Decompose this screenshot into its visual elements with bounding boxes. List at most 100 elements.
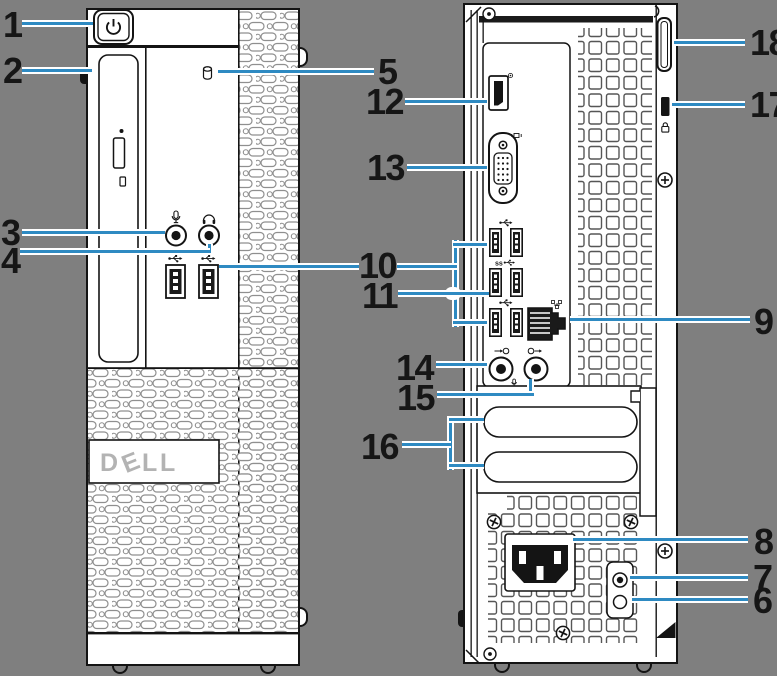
callout-label-15: 15 — [397, 377, 436, 418]
callout-line-6 — [632, 596, 748, 603]
front-usb-port-2[interactable] — [198, 264, 219, 299]
callout-line-15-vertical — [527, 379, 534, 395]
callout-line-10-right — [397, 263, 457, 270]
usb-port[interactable] — [489, 308, 502, 337]
front-vent-area — [88, 367, 298, 632]
usb-3-row-middle[interactable]: ss — [489, 259, 523, 297]
callout-line-10-left — [219, 263, 359, 270]
callout-label-2: 2 — [3, 50, 23, 91]
lock-icon — [661, 122, 670, 133]
optical-eject-button[interactable] — [112, 137, 126, 169]
front-foot-right — [260, 664, 276, 674]
callout-line-10-arm-bottom — [453, 319, 487, 326]
bottom-left-corner-line — [465, 649, 480, 662]
vga-connector[interactable] — [488, 132, 522, 204]
front-divider-line — [145, 46, 147, 368]
network-icon — [551, 300, 562, 309]
usb-port[interactable] — [510, 268, 523, 297]
back-wall-line-2 — [476, 10, 478, 657]
network-connector[interactable] — [527, 300, 566, 341]
line-out-icon — [527, 347, 542, 355]
displayport-connector[interactable] — [488, 73, 514, 111]
power-supply-diagnostic-button[interactable] — [612, 572, 628, 588]
optical-eject-hole — [119, 129, 124, 133]
thumbscrew-bottom[interactable] — [657, 543, 673, 559]
callout-line-18 — [674, 39, 745, 46]
callout-line-10-arm-top — [453, 241, 487, 248]
security-cable-slot[interactable] — [661, 97, 670, 116]
front-left-hinge-tab — [80, 67, 87, 84]
callout-line-10-bracket — [452, 240, 459, 327]
callout-label-7: 7 — [753, 557, 773, 598]
callout-line-13 — [407, 164, 487, 171]
front-foot-left — [112, 664, 128, 674]
callout-label-18: 18 — [750, 22, 777, 63]
padlock-ring[interactable] — [656, 17, 672, 72]
power-connector[interactable] — [504, 533, 576, 592]
microphone-icon — [171, 210, 181, 224]
bottom-left-screw — [483, 647, 497, 661]
psu-screw-bottom — [555, 625, 571, 641]
microphone-jack[interactable] — [165, 224, 187, 247]
front-view-tower: D E L L — [86, 8, 300, 666]
thumbscrew-top[interactable] — [657, 172, 673, 188]
callout-line-5 — [218, 68, 374, 75]
callout-label-8: 8 — [754, 521, 774, 562]
line-out-jack[interactable] — [523, 356, 549, 382]
back-foot-left — [494, 663, 510, 673]
power-button[interactable] — [93, 10, 134, 45]
front-top-band-line — [88, 45, 239, 48]
usb-port[interactable] — [489, 228, 502, 257]
usb-icon — [168, 254, 183, 263]
top-left-screw — [482, 7, 496, 21]
back-left-hinge-tab — [458, 610, 465, 627]
dell-badge: D E L L — [88, 439, 220, 484]
power-icon — [106, 19, 121, 35]
front-bottom-band-line — [88, 632, 298, 635]
logo-letter-l1: L — [142, 449, 157, 477]
usb-port[interactable] — [489, 268, 502, 297]
front-panel-graphics: D E L L — [88, 10, 298, 635]
callout-label-16: 16 — [361, 426, 400, 467]
callout-label-1: 1 — [3, 4, 23, 45]
optical-drive[interactable] — [98, 54, 139, 363]
vga-icon — [511, 133, 522, 138]
front-usb-ports[interactable] — [165, 254, 219, 299]
callout-label-4: 4 — [1, 240, 21, 281]
callout-label-9: 9 — [754, 301, 774, 342]
usb-port[interactable] — [510, 308, 523, 337]
bottom-right-notch — [656, 622, 676, 638]
back-panel-edge-line — [655, 5, 657, 657]
callout-label-11: 11 — [362, 275, 399, 316]
callout-line-2 — [22, 67, 92, 74]
card-retention-rail — [639, 387, 657, 517]
top-right-latch-curl — [653, 5, 660, 18]
callout-line-16-arm-bottom — [449, 462, 484, 469]
callout-line-4 — [20, 248, 210, 255]
logo-letter-l2: L — [160, 449, 175, 477]
io-panel-riser-line — [482, 19, 484, 43]
expansion-slot-1 — [483, 406, 638, 438]
front-usb-port-1[interactable] — [165, 264, 186, 299]
usb-port[interactable] — [510, 228, 523, 257]
callout-line-8 — [573, 536, 748, 543]
front-edge-tab-bottom — [299, 607, 308, 627]
line-in-jack[interactable] — [488, 356, 514, 382]
callout-line-14 — [436, 361, 487, 368]
usb-3.0-icon: ss — [495, 261, 503, 268]
front-edge-tab-top — [299, 47, 308, 67]
displayport-icon — [508, 73, 514, 79]
top-left-corner-line — [465, 6, 482, 23]
vga-pins — [497, 156, 509, 182]
line-in-icon — [494, 347, 510, 355]
callout-line-17 — [672, 101, 745, 108]
callout-line-15 — [437, 391, 534, 398]
usb-icon — [201, 254, 216, 263]
callout-line-3 — [22, 229, 165, 236]
callout-line-12 — [405, 98, 487, 105]
headphone-jack[interactable] — [198, 224, 220, 247]
back-panel-graphics: ss — [465, 5, 676, 662]
back-wall-line-1 — [470, 10, 472, 657]
callout-label-17: 17 — [750, 84, 777, 125]
